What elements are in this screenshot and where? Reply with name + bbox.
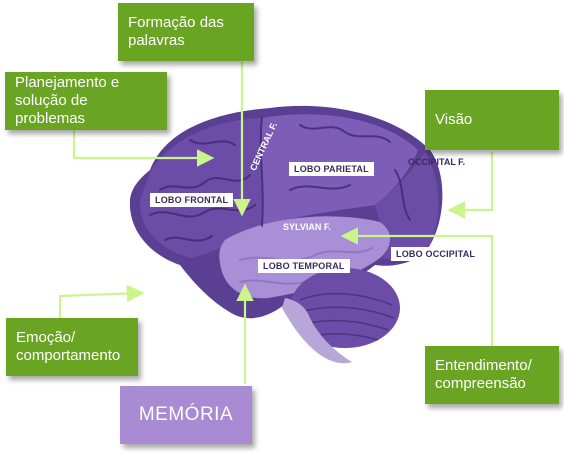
formacao-label: Formação das palavras	[128, 14, 224, 49]
lobo-temporal-label: LOBO TEMPORAL	[258, 259, 350, 273]
planejamento-label: Planejamento e solução de problemas	[15, 74, 120, 127]
arrow-emocao	[58, 284, 145, 318]
planejamento-box: Planejamento e solução de problemas	[5, 72, 167, 130]
entendimento-label: Entendimento/ compreensão	[435, 357, 532, 392]
memoria-label: MEMÓRIA	[138, 404, 234, 425]
lobo-frontal-label: LOBO FRONTAL	[150, 193, 234, 207]
sylvian-fissure-label: SYLVIAN F.	[283, 222, 331, 232]
emocao-label: Emoção/ comportamento	[16, 329, 121, 364]
brainstem-shape	[282, 298, 352, 364]
memoria-box: MEMÓRIA	[120, 386, 252, 444]
emocao-box: Emoção/ comportamento	[6, 318, 138, 376]
arrow-entendimento	[340, 227, 494, 346]
occipital-fissure-label: OCCIPITAL F.	[408, 157, 466, 167]
arrow-planejamento	[72, 130, 215, 167]
visao-label: Visão	[435, 111, 473, 128]
lobo-parietal-label: LOBO PARIETAL	[289, 162, 374, 176]
occipital-lobe-shape	[375, 152, 439, 260]
arrow-visao	[447, 152, 494, 219]
entendimento-box: Entendimento/ compreensão	[425, 346, 559, 404]
frontal-lobe-shape	[139, 118, 262, 258]
formacao-box: Formação das palavras	[118, 3, 254, 61]
lobo-occipital-label: LOBO OCCIPITAL	[391, 247, 481, 261]
visao-box: Visão	[425, 90, 559, 150]
